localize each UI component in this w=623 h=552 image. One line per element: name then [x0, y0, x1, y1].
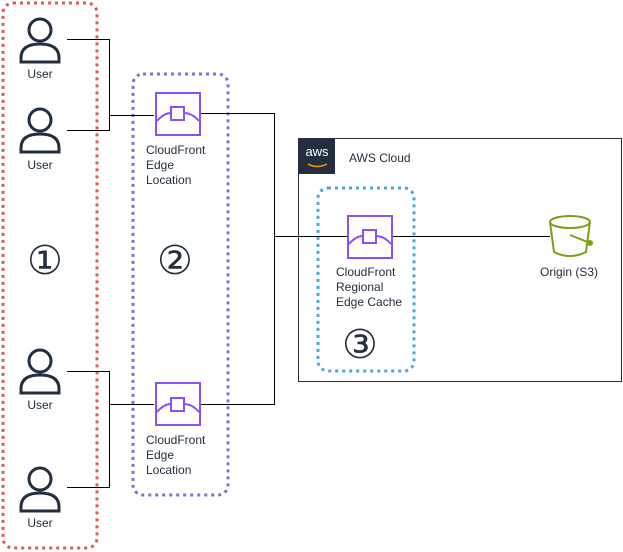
aws-logo-box	[299, 139, 335, 174]
user-label: User	[27, 398, 53, 412]
users-group-boundary	[1, 1, 99, 550]
edge-location-label: CloudFront Edge Location	[146, 433, 206, 477]
user-label: User	[27, 67, 53, 81]
user-icon	[19, 348, 61, 395]
connectors	[67, 39, 550, 488]
connector-user3-bracket	[67, 371, 110, 488]
connector-edge1-to-trunk	[201, 113, 275, 405]
regional-cache-group-boundary	[316, 186, 416, 373]
cloudfront-edge-icon	[155, 382, 201, 426]
s3-bucket-icon	[549, 215, 593, 257]
user-icon	[19, 107, 61, 154]
cloudfront-regional-cache-icon	[347, 215, 393, 259]
edge-group-boundary	[131, 72, 230, 497]
aws-logo-smile-icon	[307, 163, 328, 168]
aws-cloud-boundary	[298, 138, 622, 382]
origin-label: Origin (S3)	[540, 265, 599, 279]
connector-user1-bracket	[67, 39, 110, 131]
user-label: User	[27, 516, 53, 530]
marker-three: ③	[342, 322, 378, 368]
user-icon	[19, 17, 61, 64]
aws-logo-text: aws	[305, 144, 329, 159]
marker-one: ①	[27, 238, 63, 284]
user-icon	[19, 466, 61, 513]
marker-two: ②	[157, 238, 193, 284]
regional-edge-cache-label: CloudFront Regional Edge Cache	[336, 265, 403, 309]
cloudfront-edge-icon	[155, 92, 201, 136]
aws-cloud-title: AWS Cloud	[349, 151, 411, 165]
user-label: User	[27, 158, 53, 172]
edge-location-label: CloudFront Edge Location	[146, 143, 206, 187]
